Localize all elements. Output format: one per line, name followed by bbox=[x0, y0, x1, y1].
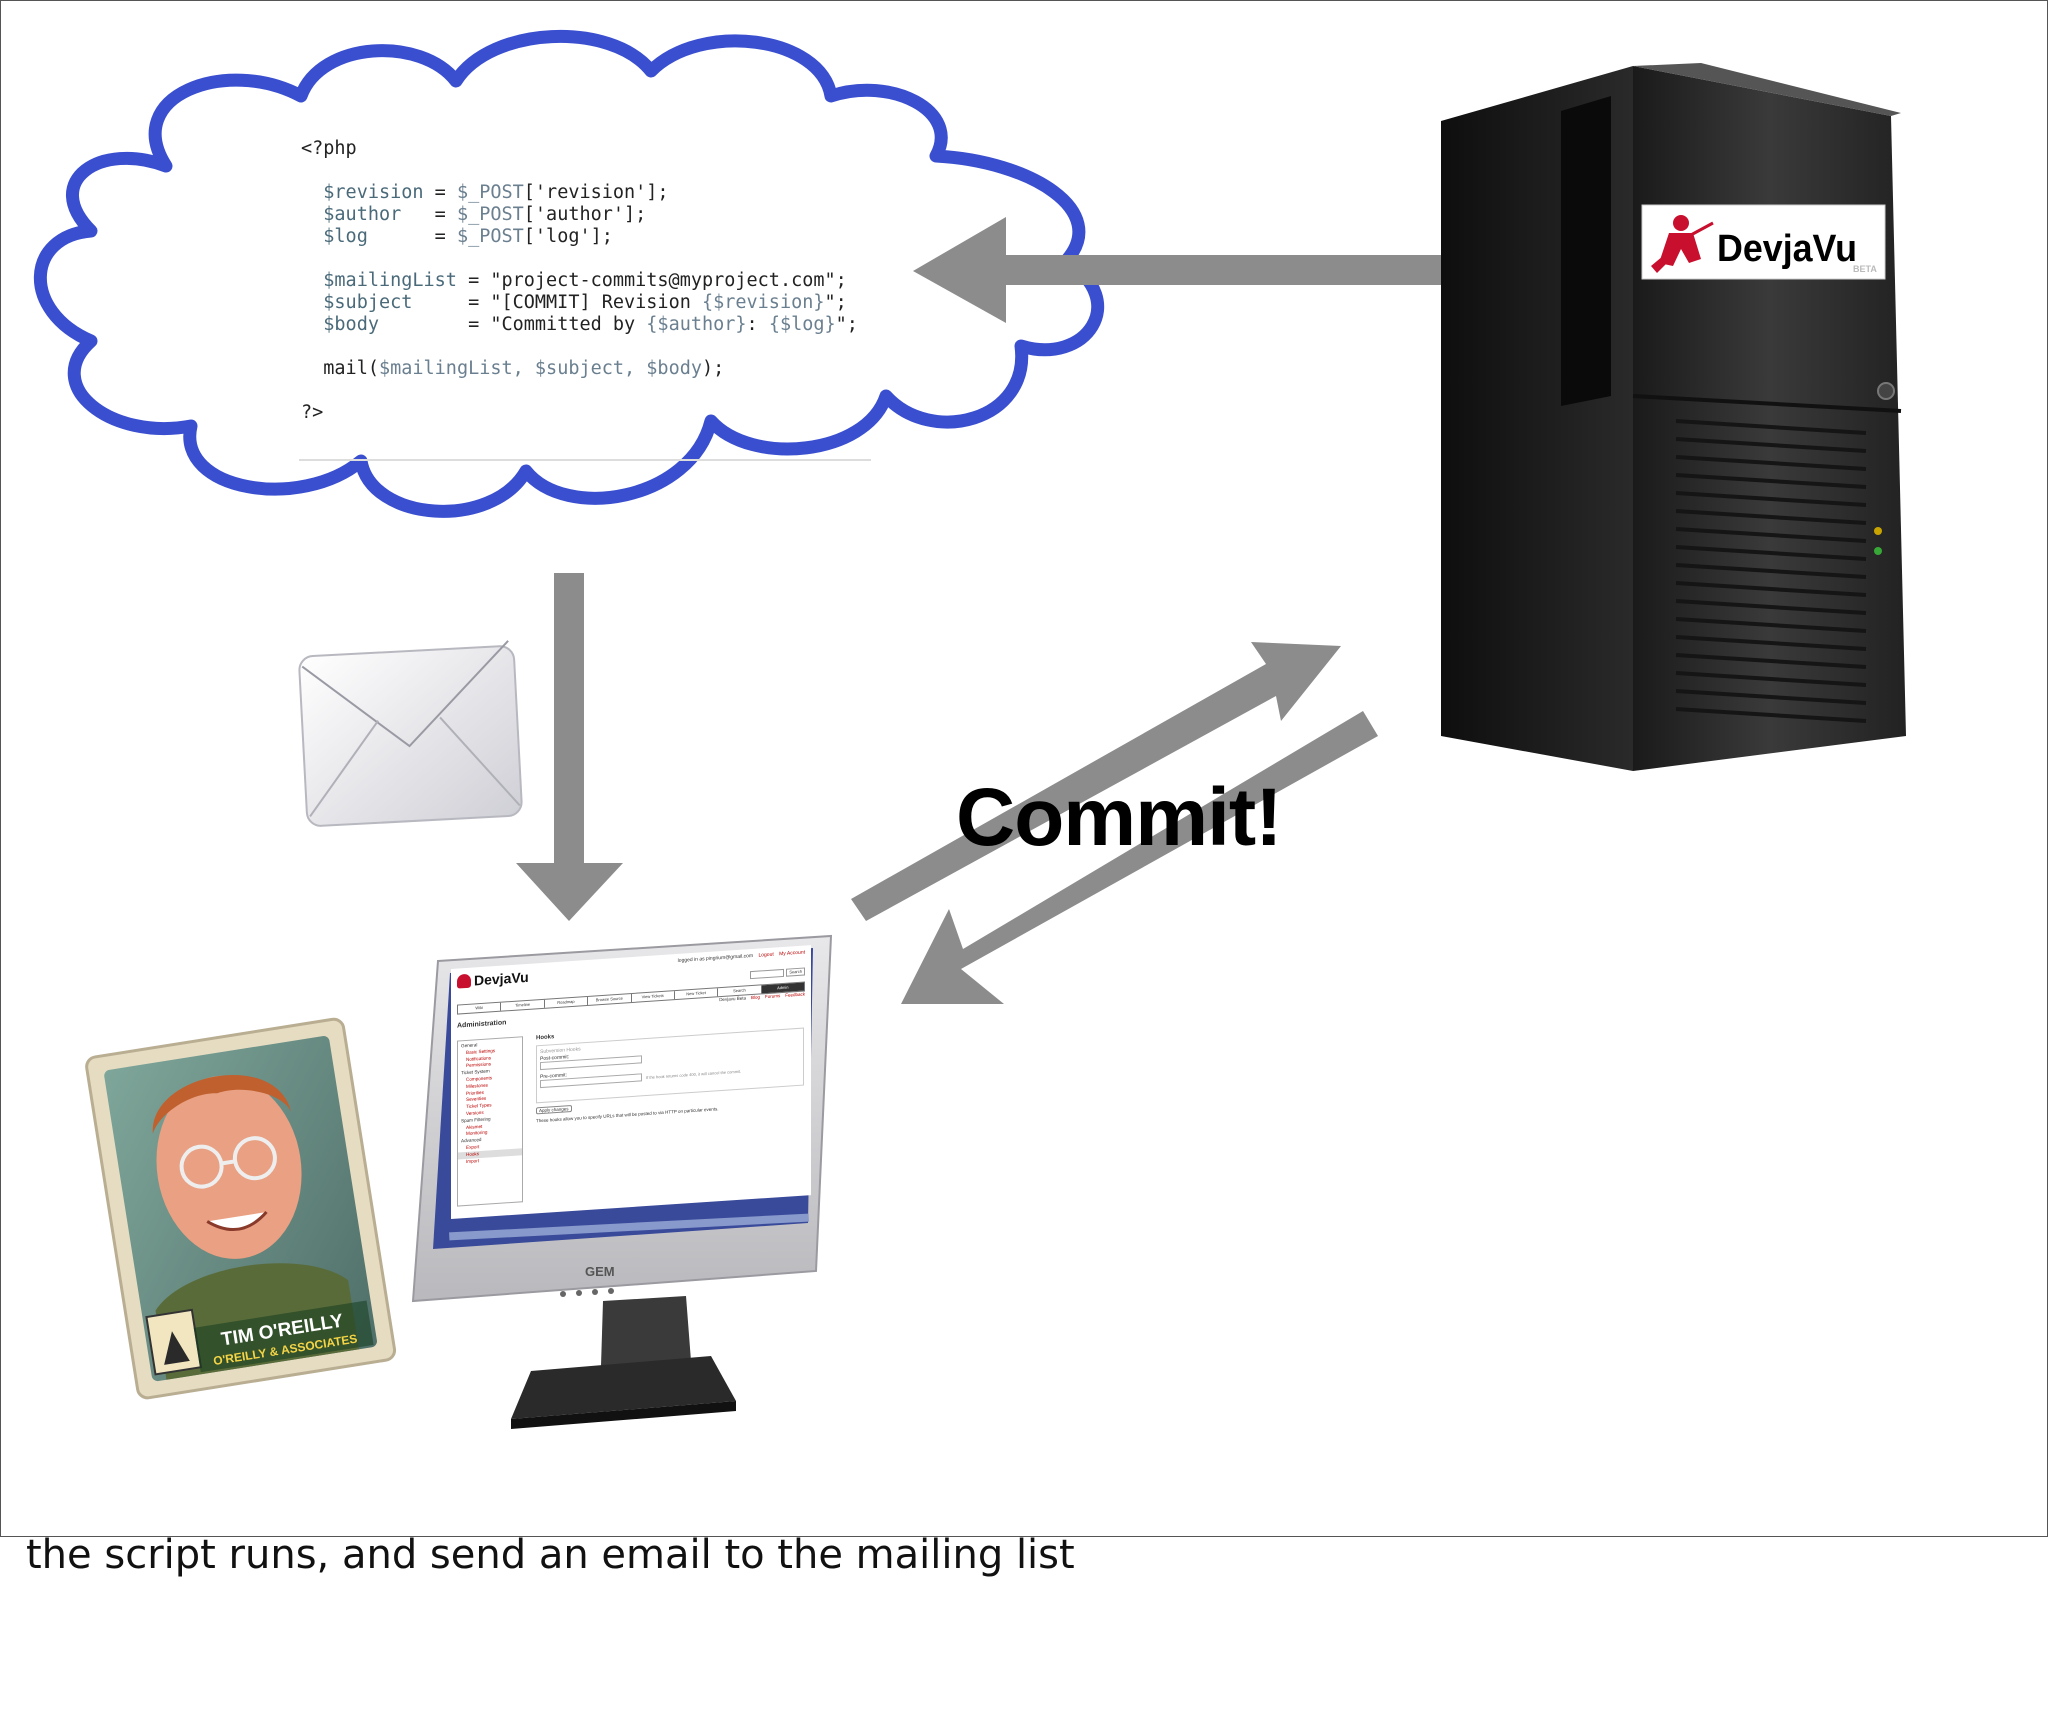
server-logo-brand: DevjaVu bbox=[1717, 228, 1857, 270]
code-subject-interp: {$revision} bbox=[701, 292, 825, 313]
arrow-computer-to-server bbox=[851, 642, 1341, 921]
code-subject-var: $subject bbox=[323, 292, 413, 313]
screen-search-input[interactable] bbox=[750, 968, 785, 980]
screen-nav-tab[interactable]: New Ticket bbox=[674, 988, 719, 1000]
envelope-icon bbox=[298, 640, 523, 827]
screen-subnav-link[interactable]: Blog bbox=[750, 994, 760, 1001]
screen-nav-tab[interactable]: Timeline bbox=[501, 999, 545, 1011]
screen-search: Search bbox=[750, 967, 805, 980]
screen-main: Hooks Subversion Hooks Post-commit: Pre-… bbox=[536, 1018, 804, 1124]
php-open-tag: <?php bbox=[301, 138, 357, 159]
code-mailing-var: $mailingList bbox=[323, 270, 457, 291]
screen-subnav-link[interactable]: Forums bbox=[764, 993, 781, 1000]
screen-nav-tab[interactable]: Roadmap bbox=[544, 996, 589, 1008]
code-line-revision-src: $_POST bbox=[456, 182, 524, 203]
code-body-var: $body bbox=[323, 314, 379, 335]
code-body-val-a: = "Committed by bbox=[378, 314, 647, 335]
code-line-log-key: ['log']; bbox=[523, 226, 613, 247]
code-line-author-src: $_POST bbox=[456, 204, 524, 225]
server-tower: DevjaVu BETA bbox=[1441, 63, 1906, 771]
screen-nav-tab[interactable]: Browse Source bbox=[588, 994, 632, 1005]
arrow-server-to-computer bbox=[901, 711, 1378, 1004]
screen-account-bar: logged in as pingrium@gmail.com Logout M… bbox=[678, 949, 805, 963]
screen-search-button[interactable]: Search bbox=[786, 967, 805, 977]
screen-logout-link[interactable]: Logout bbox=[758, 951, 774, 959]
screen-login-text: logged in as pingrium@gmail.com bbox=[677, 952, 754, 964]
arrow-server-to-cloud bbox=[913, 217, 1461, 323]
monitor-buttons bbox=[560, 1288, 614, 1297]
code-line-author-key: ['author']; bbox=[523, 204, 647, 225]
code-mail-end: ); bbox=[702, 358, 725, 379]
screen-logo-text: DevjaVu bbox=[474, 968, 529, 989]
screen-fieldset: Subversion Hooks Post-commit: Pre-commit… bbox=[536, 1027, 804, 1104]
arrow-cloud-to-computer bbox=[516, 573, 623, 921]
monitor-screen: DevjaVu logged in as pingrium@gmail.com … bbox=[451, 945, 811, 1219]
code-subject-val-a: = "[COMMIT] Revision bbox=[412, 292, 702, 313]
screen-subnav-link[interactable]: Feedback bbox=[785, 991, 805, 998]
status-led-icon bbox=[1874, 547, 1882, 555]
php-close-tag: ?> bbox=[301, 402, 324, 423]
screen-page-title: Administration bbox=[457, 1019, 507, 1030]
php-code-block: <?php $revision = $_POST['revision']; $a… bbox=[301, 138, 858, 424]
code-line-revision-var: $revision bbox=[323, 182, 424, 203]
screen-help-text: These hooks allow you to specify URLs th… bbox=[536, 1106, 719, 1124]
code-line-revision-key: ['revision']; bbox=[523, 182, 669, 203]
trading-card: TIM O'REILLY O'REILLY & ASSOCIATES bbox=[85, 1017, 397, 1400]
screen-my-account-link[interactable]: My Account bbox=[779, 949, 805, 958]
code-mail-fn: mail( bbox=[323, 358, 379, 379]
code-line-log-src: $_POST bbox=[456, 226, 524, 247]
code-line-author-op: = bbox=[401, 204, 457, 225]
code-line-log-var: $log bbox=[323, 226, 368, 247]
commit-label: Commit! bbox=[956, 772, 1283, 863]
code-line-revision-op: = bbox=[423, 182, 457, 203]
power-button-icon bbox=[1877, 382, 1895, 400]
slide-caption: the script runs, and send an email to th… bbox=[26, 1532, 1075, 1578]
code-body-val-b: "; bbox=[835, 314, 858, 335]
screen-nav-tab[interactable]: Wiki bbox=[458, 1002, 502, 1014]
code-mailing-val: = "project-commits@myproject.com"; bbox=[456, 270, 847, 291]
code-body-sep: : bbox=[746, 314, 769, 335]
screen-subnav-link[interactable]: Devjavu Beta bbox=[719, 995, 746, 1003]
ninja-logo-icon bbox=[1651, 215, 1714, 273]
status-led-icon bbox=[1874, 527, 1882, 535]
server-logo-tag: BETA bbox=[1853, 264, 1877, 274]
code-line-author-var: $author bbox=[323, 204, 402, 225]
monitor-brand-badge: GEM bbox=[585, 1264, 615, 1279]
code-mail-args: $mailingList, $subject, $body bbox=[378, 358, 702, 379]
server-vent-grille bbox=[1675, 419, 1867, 723]
code-cloud bbox=[33, 30, 1105, 518]
screen-logo: DevjaVu bbox=[457, 969, 529, 990]
code-body-interp-author: {$author} bbox=[646, 314, 747, 335]
code-line-log-op: = bbox=[367, 226, 457, 247]
screen-nav-tab[interactable]: View Tickets bbox=[631, 991, 675, 1003]
code-body-interp-log: {$log} bbox=[768, 314, 836, 335]
screen-ninja-icon bbox=[457, 973, 471, 989]
code-subject-val-b: "; bbox=[824, 292, 847, 313]
cloud-outline bbox=[33, 30, 1105, 518]
slide-canvas: DevjaVu BETA TIM O'REILLY O'REILLY & ASS… bbox=[0, 0, 2048, 1537]
screen-apply-button[interactable]: Apply changes bbox=[536, 1104, 572, 1115]
